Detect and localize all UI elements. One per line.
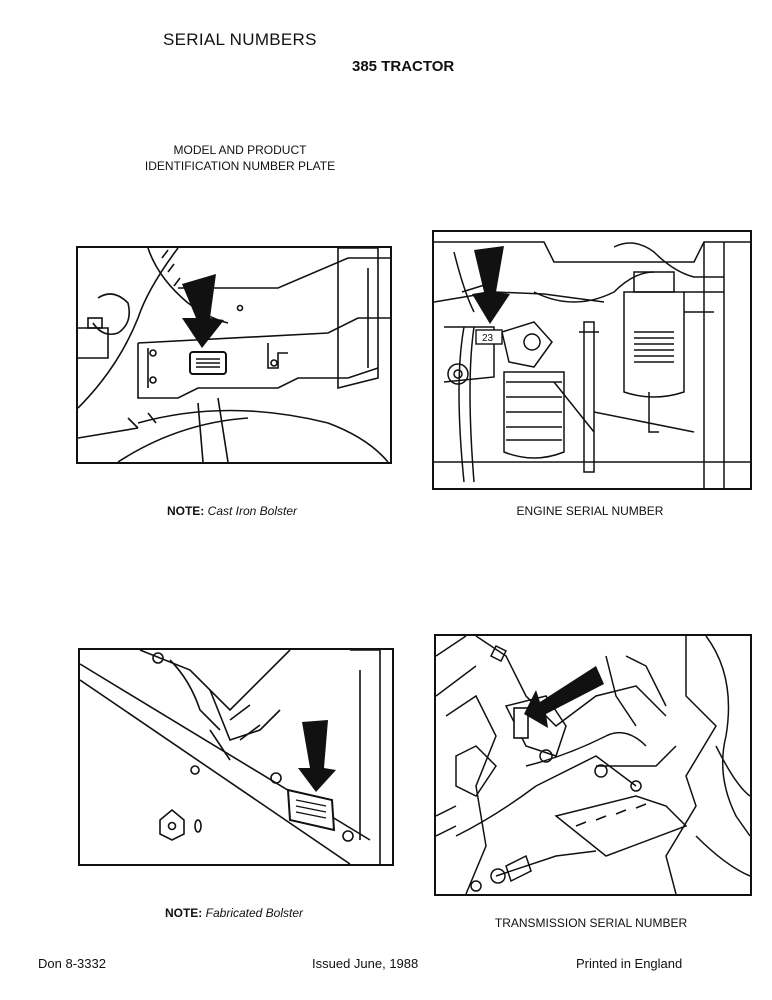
footer-printed: Printed in England	[576, 956, 683, 971]
cast-iron-bolster-illustration	[78, 248, 390, 462]
fabricated-note: NOTE: Fabricated Bolster	[78, 906, 390, 920]
down-arrow-icon	[524, 666, 604, 728]
cast-iron-bolster-figure	[76, 246, 392, 464]
note-label: NOTE:	[164, 906, 203, 920]
note-text: Cast Iron Bolster	[207, 504, 298, 518]
page-subtitle: 385 TRACTOR	[352, 58, 455, 75]
cast-iron-note: NOTE: Cast Iron Bolster	[76, 504, 388, 518]
footer-doc-number: Don 8-3332	[38, 956, 106, 971]
engine-serial-caption: ENGINE SERIAL NUMBER	[516, 504, 664, 518]
engine-illustration: 23	[434, 241, 750, 488]
transmission-illustration	[436, 636, 750, 894]
fabricated-bolster-illustration	[80, 650, 381, 864]
plate-caption: MODEL AND PRODUCT IDENTIFICATION NUMBER …	[110, 142, 370, 174]
plate-caption-line2: IDENTIFICATION NUMBER PLATE	[144, 159, 336, 173]
transmission-serial-caption: TRANSMISSION SERIAL NUMBER	[494, 916, 688, 930]
engine-serial-figure: 23	[432, 230, 752, 490]
down-arrow-icon	[182, 274, 224, 348]
note-text: Fabricated Bolster	[205, 906, 304, 920]
page-title: SERIAL NUMBERS	[163, 30, 317, 49]
engine-stamp-text: 23	[482, 333, 494, 344]
note-label: NOTE:	[166, 504, 205, 518]
down-arrow-icon	[472, 246, 510, 324]
down-arrow-icon	[298, 720, 336, 792]
plate-caption-line1: MODEL AND PRODUCT	[173, 143, 307, 157]
transmission-serial-figure	[434, 634, 752, 896]
footer-issued: Issued June, 1988	[312, 956, 419, 971]
fabricated-bolster-figure	[78, 648, 394, 866]
